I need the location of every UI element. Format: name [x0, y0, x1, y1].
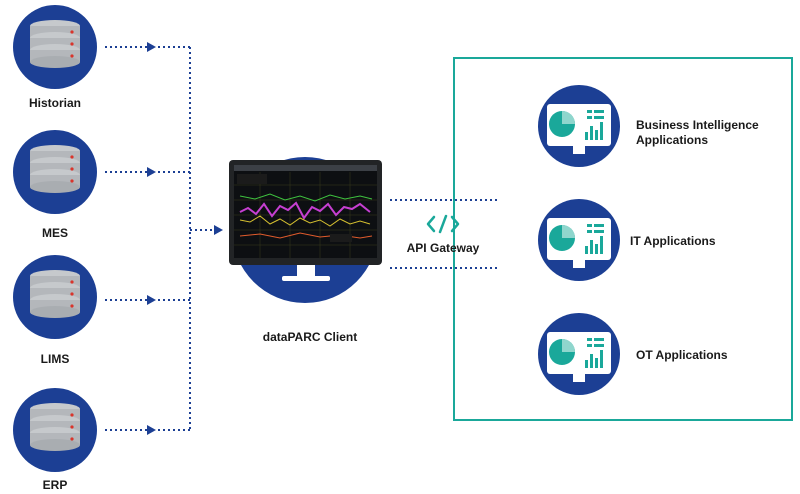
- app-label-it: IT Applications: [630, 234, 716, 248]
- app-it: [538, 199, 620, 281]
- database-icon: [30, 403, 80, 451]
- source-label-lims: LIMS: [40, 352, 70, 366]
- database-icon: [30, 270, 80, 318]
- applications-panel: [453, 57, 793, 421]
- database-icon: [30, 20, 80, 68]
- app-label-bi-line2: Applications: [636, 133, 709, 147]
- source-label-erp: ERP: [42, 478, 68, 492]
- source-historian: [13, 5, 97, 89]
- dashboard-monitor-icon: [538, 85, 620, 167]
- source-mes: [13, 130, 97, 214]
- app-label-ot: OT Applications: [636, 348, 728, 362]
- gateway-label: API Gateway: [406, 241, 480, 255]
- database-icon: [30, 145, 80, 193]
- gateway-connectors: [390, 199, 500, 269]
- arrow-right-icon: [147, 42, 223, 435]
- source-label-mes: MES: [41, 226, 68, 240]
- dashboard-monitor-icon: [538, 313, 620, 395]
- app-label-bi-line1: Business Intelligence: [636, 118, 759, 132]
- client-monitor: [229, 157, 382, 303]
- source-label-historian: Historian: [28, 96, 81, 110]
- source-lims: [13, 255, 97, 339]
- source-connectors: [105, 46, 215, 431]
- dashboard-monitor-icon: [538, 199, 620, 281]
- client-label: dataPARC Client: [262, 330, 358, 344]
- app-ot: [538, 313, 620, 395]
- app-bi: [538, 85, 620, 167]
- source-erp: [13, 388, 97, 472]
